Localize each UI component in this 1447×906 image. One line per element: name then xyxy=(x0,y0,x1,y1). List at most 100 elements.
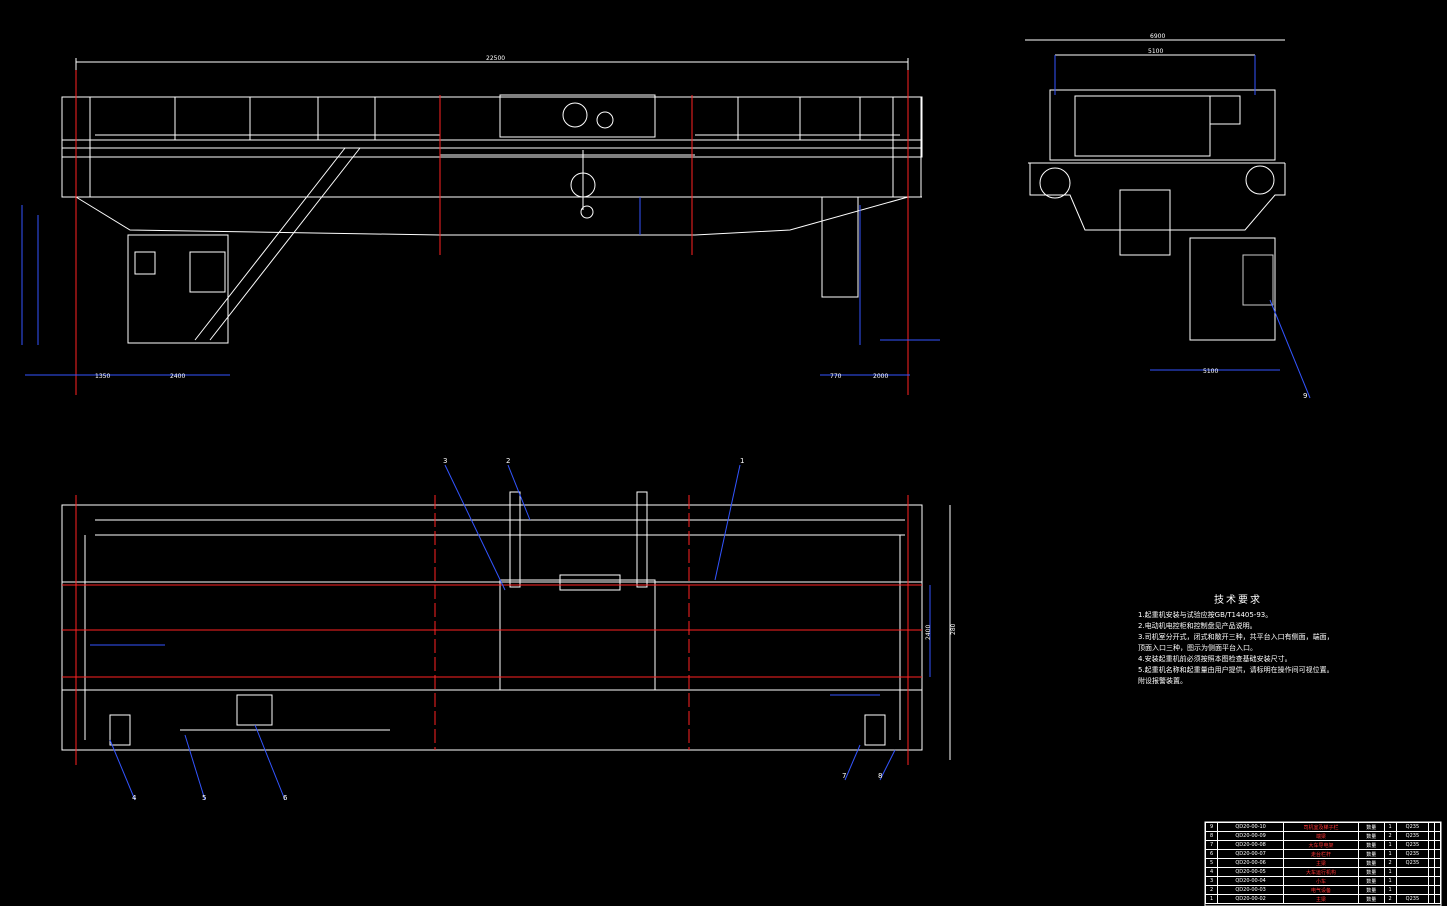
dim-plan-width: 5100 xyxy=(1203,368,1218,375)
bom-cell: Q235 xyxy=(1395,840,1430,850)
front-elevation xyxy=(61,58,923,395)
bom-cell: 端梁 xyxy=(1283,831,1359,841)
front-dimensions xyxy=(21,197,940,376)
leader-9: 9 xyxy=(1303,392,1307,400)
bom-cell: 9 xyxy=(1204,822,1219,832)
dim-width-total: 6900 xyxy=(1150,33,1165,40)
bom-cell: 主梁 xyxy=(1283,858,1359,868)
dim-front-2: 2400 xyxy=(170,373,185,380)
bom-cell: 1 xyxy=(1383,885,1397,895)
bom-cell: 2 xyxy=(1204,885,1219,895)
dim-width-rail: 5100 xyxy=(1148,48,1163,55)
bom-cell xyxy=(1434,867,1441,877)
bom-cell: 主梁 xyxy=(1283,894,1359,904)
bom-cell: Q235 xyxy=(1395,894,1430,904)
bom-cell xyxy=(1395,885,1430,895)
notes-line: 2.电动机电控柜和控制盘见产品说明。 xyxy=(1138,622,1257,630)
bom-cell: 1 xyxy=(1383,876,1397,886)
bom-cell: 1 xyxy=(1383,849,1397,859)
notes-line: 1.起重机安装与试验应按GB/T14405-93。 xyxy=(1138,611,1273,619)
bom-cell: QD20-00-06 xyxy=(1217,858,1285,868)
bom-cell: 走台栏杆 xyxy=(1283,849,1359,859)
bom-cell: 数量 xyxy=(1357,831,1385,841)
bom-cell: 数量 xyxy=(1357,894,1385,904)
dim-height-main: 2400 xyxy=(925,625,932,640)
bom-cell: QD20-00-08 xyxy=(1217,840,1285,850)
bom-cell: Q235 xyxy=(1395,822,1430,832)
notes-line: 附设报警装置。 xyxy=(1138,677,1187,685)
bom-cell: QD20-00-09 xyxy=(1217,831,1285,841)
bom-cell xyxy=(1434,849,1441,859)
dim-side-a: 770 xyxy=(830,373,842,380)
bom-cell: 司机室及梯子栏 xyxy=(1283,822,1359,832)
leader-1: 1 xyxy=(740,457,744,465)
side-view xyxy=(1025,39,1286,341)
bom-cell: 数量 xyxy=(1357,849,1385,859)
technical-notes: 技术要求 1.起重机安装与试验应按GB/T14405-93。 2.电动机电控柜和… xyxy=(1138,595,1338,687)
bom-cell xyxy=(1434,894,1441,904)
bom-cell xyxy=(1434,876,1441,886)
leader-4: 4 xyxy=(132,794,137,802)
bom-cell xyxy=(1395,876,1430,886)
leader-5: 5 xyxy=(202,794,206,802)
bom-cell xyxy=(1434,858,1441,868)
bom-cell: 1 xyxy=(1383,867,1397,877)
bom-cell: 2 xyxy=(1383,831,1397,841)
plan-red-lines xyxy=(62,495,922,765)
dim-front-1: 1350 xyxy=(95,373,110,380)
bom-cell: 电气设备 xyxy=(1283,885,1359,895)
notes-line: 4.安装起重机前必须按照本图检查基础安装尺寸。 xyxy=(1138,655,1292,663)
notes-line: 3.司机室分开式，闭式和敞开三种，共平台入口有侧面，端面， xyxy=(1138,633,1334,641)
leader-2: 2 xyxy=(506,457,510,465)
bom-cell: 4 xyxy=(1204,867,1219,877)
notes-line: 顶面入口三种，图示为侧面平台入口。 xyxy=(1138,644,1257,652)
bom-cell xyxy=(1434,822,1441,832)
plan-dimensions xyxy=(90,505,951,760)
dim-side-b: 2000 xyxy=(873,373,888,380)
bom-cell: QD20-00-05 xyxy=(1217,867,1285,877)
bom-cell: 8 xyxy=(1204,831,1219,841)
bom-cell: 大车导电架 xyxy=(1283,840,1359,850)
plan-view xyxy=(61,491,923,751)
bom-cell: 大车运行机构 xyxy=(1283,867,1359,877)
bom-cell: 3 xyxy=(1204,876,1219,886)
bom-cell: 数量 xyxy=(1357,885,1385,895)
bom-cell: 数量 xyxy=(1357,822,1385,832)
bom-cell xyxy=(1434,840,1441,850)
notes-title: 技术要求 xyxy=(1214,595,1262,606)
dim-span: 22500 xyxy=(486,55,505,62)
bom-cell: 1 xyxy=(1204,894,1219,904)
bom-cell: 6 xyxy=(1204,849,1219,859)
bom-cell: Q235 xyxy=(1395,831,1430,841)
plan-leaders xyxy=(109,464,896,801)
bom-cell xyxy=(1434,831,1441,841)
leader-8: 8 xyxy=(878,772,882,780)
bom-cell: 2 xyxy=(1383,858,1397,868)
bom-cell: 1 xyxy=(1383,840,1397,850)
side-dimensions xyxy=(1054,55,1311,399)
bom-cell xyxy=(1434,885,1441,895)
bom-cell: 7 xyxy=(1204,840,1219,850)
bom-cell: QD20-00-07 xyxy=(1217,849,1285,859)
leader-6: 6 xyxy=(283,794,288,802)
bom-cell: QD20-00-02 xyxy=(1217,894,1285,904)
bom-cell: QD20-00-10 xyxy=(1217,822,1285,832)
bom-cell: 5 xyxy=(1204,858,1219,868)
bom-cell: 数量 xyxy=(1357,867,1385,877)
bom-cell: 数量 xyxy=(1357,876,1385,886)
bom-cell: 2 xyxy=(1383,894,1397,904)
leader-3: 3 xyxy=(443,457,447,465)
bom-cell: 数量 xyxy=(1357,840,1385,850)
bom-cell: 1 xyxy=(1383,822,1397,832)
bom-cell: 数量 xyxy=(1357,858,1385,868)
bom-cell: 小车 xyxy=(1283,876,1359,886)
